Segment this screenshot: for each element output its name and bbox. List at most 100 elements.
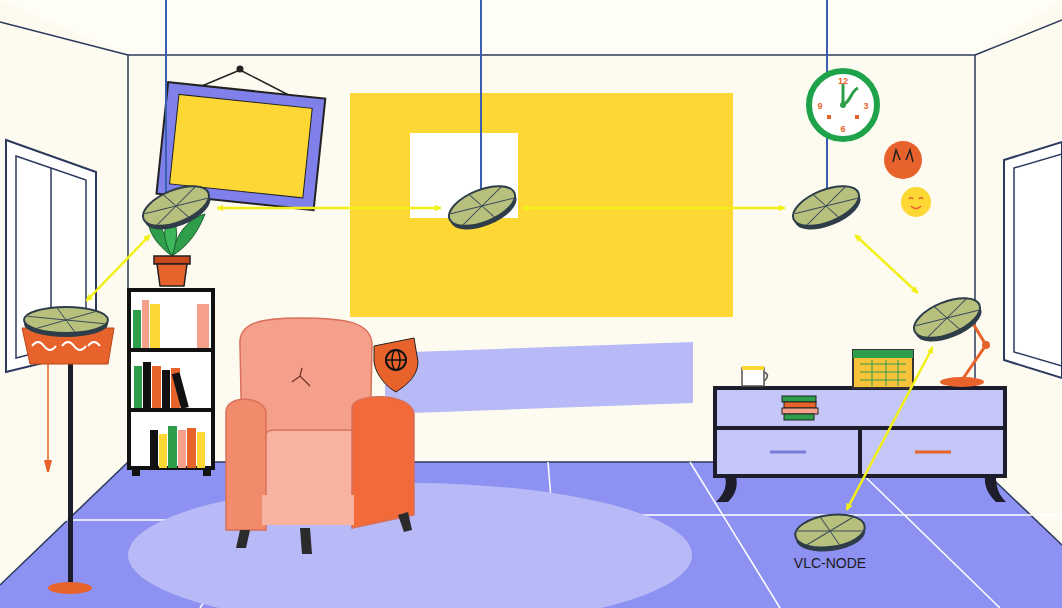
disc-spoke xyxy=(806,531,832,545)
disc-face xyxy=(793,510,867,551)
disc-spoke xyxy=(916,314,947,330)
wall-clock-part xyxy=(842,84,845,105)
disc-spoke xyxy=(27,316,66,320)
armchair-part xyxy=(300,528,312,554)
vlc-node xyxy=(907,294,987,346)
floor-part xyxy=(690,462,780,608)
bookshelf-part xyxy=(132,468,140,476)
disc-face xyxy=(909,290,986,346)
disc-spoke xyxy=(830,530,839,546)
bookshelf xyxy=(129,290,213,476)
desk-items xyxy=(742,350,913,420)
disc-shape xyxy=(444,178,522,238)
disc-shape xyxy=(909,290,987,350)
bookshelf-part xyxy=(134,366,142,408)
armchair-part xyxy=(352,397,414,528)
emoji-stickers-part xyxy=(909,198,923,200)
wires-part xyxy=(165,0,167,205)
wall-panels-part xyxy=(350,93,733,317)
disc-shape xyxy=(793,510,867,555)
disc-spoke xyxy=(943,299,970,318)
desk-part xyxy=(715,388,1005,476)
light-link-arrow xyxy=(86,235,150,301)
globe-badge-part xyxy=(386,359,406,361)
desk-items-part xyxy=(742,366,764,370)
desk-part xyxy=(858,428,862,476)
disc-shape xyxy=(788,178,866,238)
light-link-arrow xyxy=(855,235,918,293)
room-walls-part xyxy=(0,22,128,55)
bookshelf-part xyxy=(142,300,149,348)
disc-spoke xyxy=(821,516,830,532)
disc-spoke xyxy=(66,320,75,332)
light-link-arrow xyxy=(847,347,933,510)
disc-spoke xyxy=(482,194,513,210)
floor-lamp-part xyxy=(32,342,100,350)
desk-items-part xyxy=(784,414,814,420)
desk-items-part xyxy=(860,360,906,386)
disc-spoke xyxy=(482,203,495,220)
armchair-part xyxy=(292,368,310,386)
globe-badge xyxy=(374,338,418,392)
floor-lamp-part xyxy=(44,460,52,472)
disc-icon xyxy=(907,294,987,346)
globe-badge-part xyxy=(386,350,406,370)
bookshelf-part xyxy=(129,408,213,412)
wall-clock-part xyxy=(855,115,859,119)
disc-spoke xyxy=(798,527,830,536)
potted-plant-part xyxy=(154,256,190,264)
picture-frame-part-part xyxy=(170,94,313,198)
disc-spoke xyxy=(829,517,855,531)
bookshelf-part xyxy=(159,434,167,468)
clock-numeral: 6 xyxy=(840,125,845,134)
desk-lamp-part xyxy=(982,341,990,349)
vlc-node xyxy=(442,182,522,234)
light-link-arrow xyxy=(523,207,785,210)
disc-icon xyxy=(786,182,866,234)
emoji-stickers-part xyxy=(893,150,913,162)
floor-lamp-part xyxy=(68,360,73,586)
desk-items-part xyxy=(853,350,913,388)
disc-shape xyxy=(138,178,216,238)
node-label: VLC-NODE xyxy=(794,555,866,572)
vlc-node: VLC-NODE xyxy=(790,511,870,572)
disc-icon xyxy=(442,182,522,234)
disc-spoke xyxy=(934,304,947,321)
disc-icon xyxy=(136,182,216,234)
picture-frame-part xyxy=(237,66,244,73)
disc-spoke xyxy=(451,202,482,218)
wires xyxy=(166,0,827,205)
disc-spoke xyxy=(172,187,199,206)
desk-items-part xyxy=(764,372,768,381)
wires-part xyxy=(480,0,482,205)
disc-spoke xyxy=(822,187,849,206)
disc-icon xyxy=(792,511,868,555)
disc-spoke xyxy=(795,202,826,218)
floor-lamp-part xyxy=(47,362,49,460)
floor-part xyxy=(850,462,1000,608)
armchair-part xyxy=(226,399,266,530)
bookshelf-part xyxy=(187,428,196,468)
bookshelf-part xyxy=(129,348,213,352)
disc-spoke xyxy=(826,194,857,210)
emoji-stickers-part xyxy=(884,141,922,179)
emoji-stickers xyxy=(884,141,931,217)
bookshelf-part xyxy=(162,370,170,408)
clock-numeral: 9 xyxy=(817,102,822,111)
armchair-part xyxy=(262,495,354,525)
wall-clock-part xyxy=(809,71,877,139)
desk-part xyxy=(716,476,737,502)
floor-lamp-part xyxy=(48,582,92,594)
bookshelf-part xyxy=(133,310,141,348)
bookshelf-part xyxy=(143,362,151,408)
emoji-stickers-part xyxy=(911,206,921,209)
disc-spoke xyxy=(176,203,189,220)
desk-items-part xyxy=(742,368,764,386)
wall-clock-part xyxy=(840,102,846,108)
disc-face xyxy=(138,178,215,234)
disc-face xyxy=(24,307,108,333)
wall-clock-part xyxy=(843,88,858,105)
desk-items-part xyxy=(784,402,816,408)
